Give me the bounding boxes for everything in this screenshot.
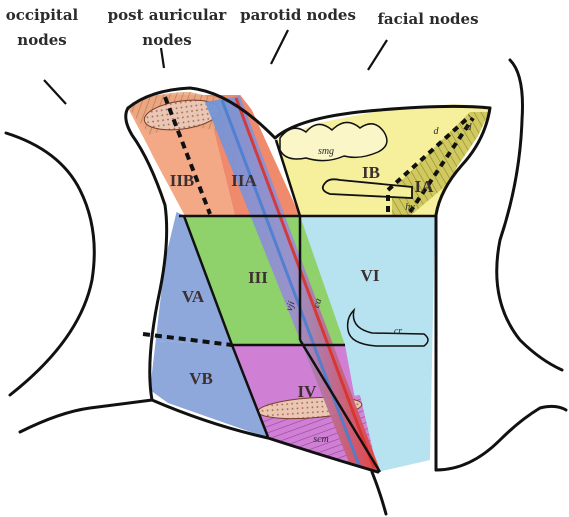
- facial-nodes-label: facial nodes: [377, 10, 478, 28]
- level-iv-label: IV: [298, 382, 318, 401]
- occipital-nodes-label-line2: nodes: [17, 31, 66, 49]
- chest-contour-right: [436, 406, 566, 470]
- occipital-nodes-label-line1: occipital: [6, 6, 79, 24]
- level-vi-label: VI: [361, 266, 380, 285]
- parotid-nodes-label: parotid nodes: [240, 6, 356, 24]
- facial-pointer: [368, 40, 387, 70]
- parotid-pointer: [271, 30, 288, 64]
- post-auricular-pointer: [161, 48, 164, 68]
- sternal-notch-line: [372, 472, 386, 514]
- scm-label: scm: [313, 434, 329, 445]
- post-auricular-nodes-label-line1: post auricular: [108, 6, 228, 24]
- level-ia-label: IA: [415, 177, 435, 196]
- shoulder-contour-left: [6, 133, 94, 395]
- level-iii-label: III: [248, 268, 268, 287]
- level-va-label: VA: [182, 287, 205, 306]
- hyoid-label: hy: [405, 202, 415, 213]
- level-iia-label: IIA: [231, 171, 257, 190]
- post-auricular-nodes-label-line2: nodes: [142, 31, 191, 49]
- level-vb-label: VB: [189, 369, 213, 388]
- shoulder-contour-right: [497, 60, 562, 370]
- occipital-pointer: [44, 80, 66, 104]
- smg-label: smg: [318, 146, 334, 157]
- cricoid-label: cr: [394, 326, 402, 337]
- header-pointers: [44, 30, 387, 104]
- level-ib-label: IB: [362, 163, 380, 182]
- level-iib-label: IIB: [170, 171, 195, 190]
- chest-contour-left: [20, 400, 152, 432]
